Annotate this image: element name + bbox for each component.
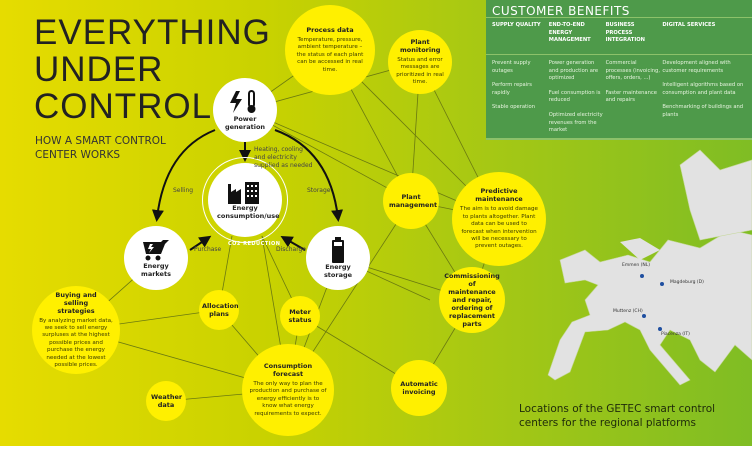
title-line: UNDER [34,50,164,89]
map-caption: Locations of the GETEC smart control cen… [519,402,715,430]
title-line: EVERYTHING [34,13,271,52]
benefit-item: Development aligned with customer requir… [662,60,731,74]
node-title: Process data [306,25,354,34]
node-title: Energy markets [141,262,171,278]
battery-icon [332,237,344,263]
subtitle: HOW A SMART CONTROL CENTER WORKS [35,134,166,162]
node-power-generation: Power generation [213,78,277,142]
node-allocation-plans: Allocation plans [199,290,239,330]
map-location-dot [660,282,664,286]
node-text: The only way to plan the production and … [249,380,327,417]
bottom-strip [0,446,752,449]
node-text: The aim is to avoid damage to plants alt… [460,206,538,250]
flow-label-selling: Selling [173,187,194,194]
node-title: Commissioning of maintenance and repair,… [444,272,500,328]
benefits-heading: CUSTOMER BENEFITS [486,0,752,18]
node-text: Temperature, pressure, ambient temperatu… [296,36,364,73]
title-line: CONTROL [34,87,213,126]
shopping-cart-icon [143,240,169,261]
customer-benefits-panel: CUSTOMER BENEFITS SUPPLY QUALITY END-TO-… [486,0,752,140]
benefit-item: Benchmarking of buildings and plants [662,104,744,118]
node-title: Energy consumption/use [217,204,280,220]
benefit-item: Power generation and production are opti… [548,60,599,82]
flow-arrow [151,129,216,222]
flow-arrow [280,236,306,251]
map-location-dot [658,327,662,331]
city-label: Piacenza (IT) [661,332,690,337]
node-title: Buying and selling strategies [55,290,97,315]
flow-label-heating: Heating, cooling and electricity supplie… [254,146,313,169]
node-title: Weather data [151,393,183,409]
node-automatic-invoicing: Automatic invoicing [391,360,447,416]
city-label: Muttenz (CH) [613,309,643,314]
flow-label-purchase: Purchase [194,246,222,253]
node-title: Plant management [389,193,438,209]
node-energy-markets: Energy markets [124,226,188,290]
column-header: END-TO-END ENERGY MANAGEMENT [548,22,591,43]
flow-label-discharge: Discharge [276,246,307,253]
node-title: Energy storage [323,263,353,279]
column-header: DIGITAL SERVICES [662,22,716,28]
subtitle-line: HOW A SMART CONTROL [35,135,166,147]
node-weather-data: Weather data [146,381,186,421]
page-title: EVERYTHING UNDER CONTROL [34,14,271,125]
node-title: Power generation [224,115,266,131]
lightning-thermometer-icon [230,90,256,113]
flow-arrow [274,129,344,222]
benefit-item: Commercial processes (invoicing, offers,… [605,60,661,82]
node-plant-management: Plant management [383,173,439,229]
node-meter-status: Meter status [280,296,320,336]
benefit-item: Intelligent algorithms based on consumpt… [662,82,744,96]
city-label: Magdeburg (D) [670,280,704,285]
node-energy-storage: Energy storage [306,226,370,290]
node-energy-consumption: Energy consumption/use [208,163,282,237]
caption-line: centers for the regional platforms [519,417,696,429]
node-text: By analyzing market data, we seek to sel… [39,317,113,369]
benefit-item: Prevent supply outages [492,60,531,74]
co2-ring [202,157,288,243]
map-location-dot [640,274,644,278]
column-header: SUPPLY QUALITY [492,22,541,28]
benefit-item: Perform repairs rapidly [492,82,532,96]
co2-reduction-badge: CO2 REDUCTION [228,241,281,247]
map-location-dot [642,314,646,318]
benefit-item: Fuel consumption is reduced [548,89,601,104]
node-title: Automatic invoicing [400,380,438,396]
benefit-item: Faster maintenance and repairs [605,89,657,104]
benefit-item: Optimized electricity revenues from the … [548,111,603,134]
node-title: Consumption forecast [263,361,313,378]
flow-label-storage: Storage [307,187,331,194]
flow-arrow [189,235,212,251]
node-commissioning: Commissioning of maintenance and repair,… [439,267,505,333]
city-label: Emmen (NL) [622,263,651,268]
node-title: Predictive maintenance [475,187,523,204]
column-header: BUSINESS PROCESS INTEGRATION [605,22,645,43]
node-title: Allocation plans [202,302,239,318]
factory-building-icon [228,182,259,204]
caption-line: Locations of the GETEC smart control [519,403,716,415]
benefit-item: Stable operation [492,104,535,111]
subtitle-line: CENTER WORKS [35,149,120,161]
node-text: Status and error messages are prioritize… [396,56,444,85]
node-title: Meter status [288,308,312,324]
node-title: Plant monitoring [400,37,441,54]
